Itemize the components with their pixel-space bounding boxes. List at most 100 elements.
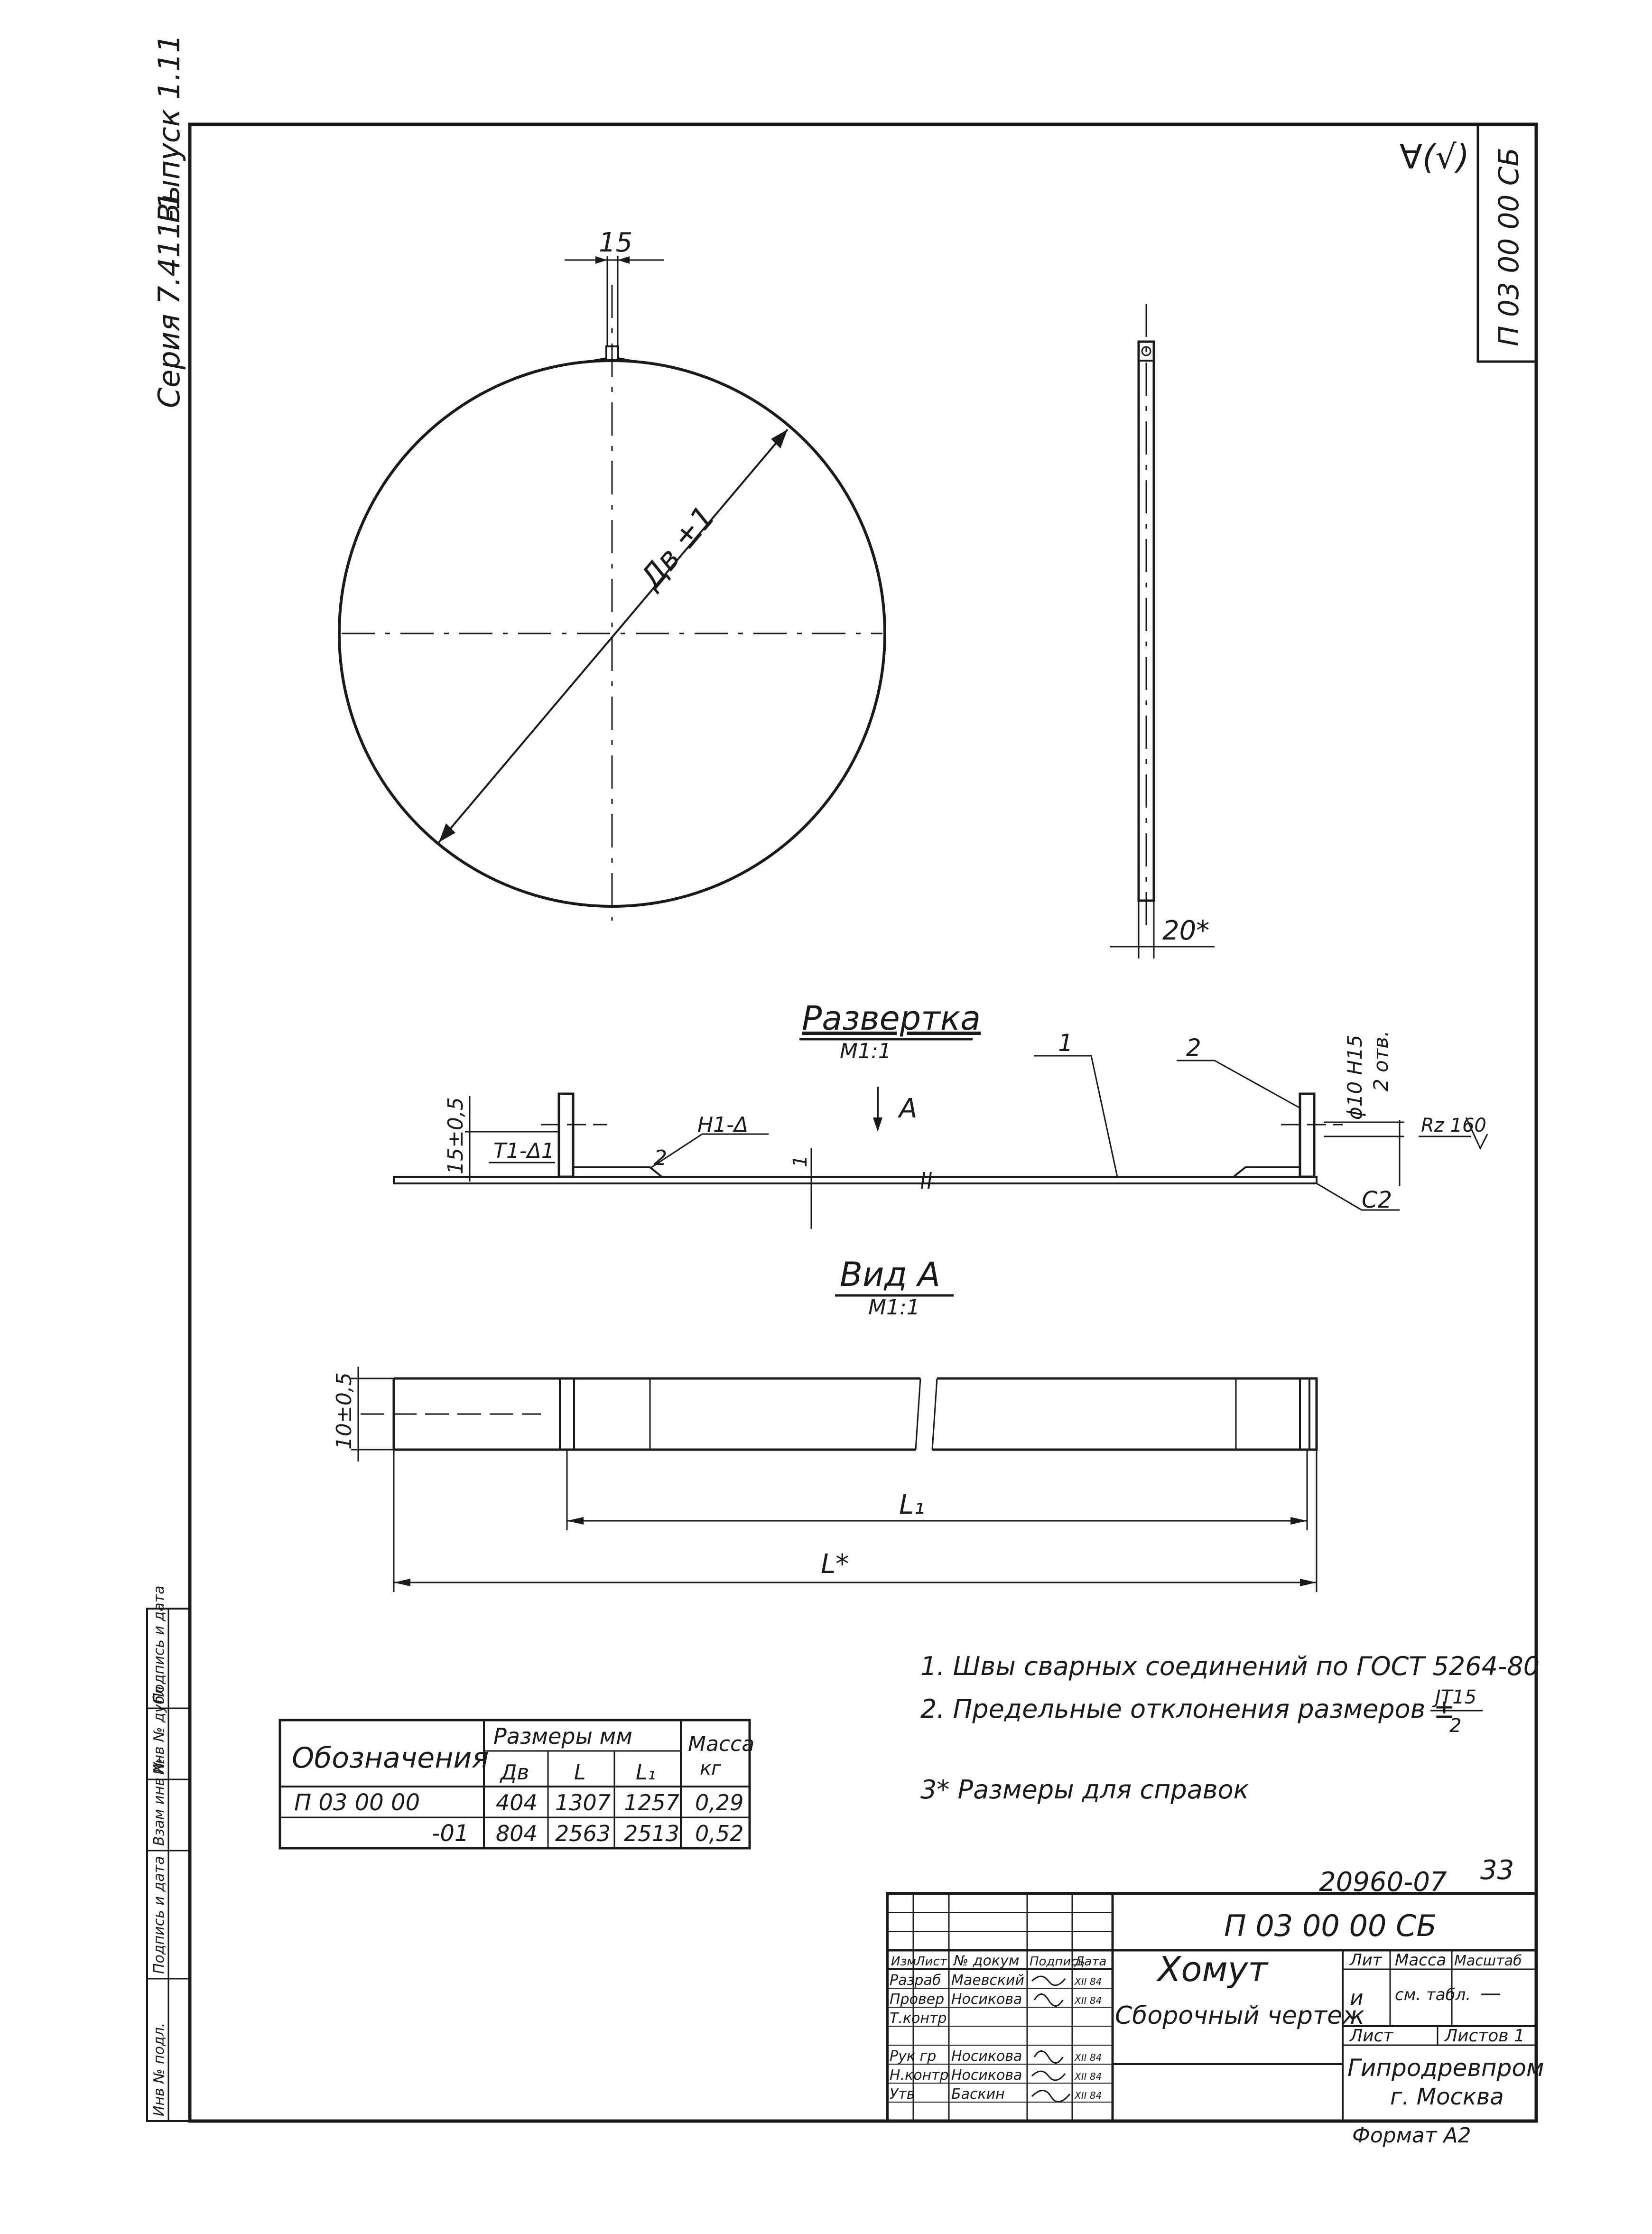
title-block: П 03 00 00 СБ Хомут Сборочный чертеж Изм… — [886, 1892, 1544, 2122]
spec-subheader-l: L — [574, 1760, 586, 1785]
diameter-line — [438, 428, 789, 843]
series-label: Серия 7.411-1 — [152, 191, 186, 408]
spec-row2-l1: 2513 — [624, 1821, 679, 1846]
org-name: Гипродревпром — [1347, 2054, 1544, 2082]
header-scale: Масштаб — [1454, 1953, 1522, 1969]
signature-3 — [1033, 2050, 1064, 2064]
roughness-mark: ∀(√) — [1400, 138, 1469, 177]
person-date-5: XII 84 — [1074, 2071, 1102, 2082]
view-arrow-label: А — [898, 1093, 917, 1124]
mass-value: см. табл. — [1395, 1985, 1471, 2004]
spec-header-mass-unit: кг — [700, 1758, 722, 1779]
person-role-2: Провер — [890, 1991, 944, 2008]
signature-4 — [1031, 2070, 1066, 2081]
col-header-list: Лист — [915, 1955, 947, 1969]
person-role-1: Разраб — [890, 1972, 941, 1989]
sheet-number: 33 — [1480, 1855, 1514, 1886]
col-header-sign: Подпись — [1030, 1955, 1085, 1969]
person-date-2: XII 84 — [1074, 1995, 1102, 2006]
header-lit: Лит — [1349, 1951, 1383, 1970]
sheet-label: Лист — [1349, 2026, 1393, 2046]
person-role-3: Т.контр — [890, 2010, 947, 2027]
stamp-cell-5: Подпись и дата — [151, 1586, 167, 1704]
signature-5 — [1031, 2090, 1071, 2103]
clamp-front-view: Дв ±1 15 — [338, 227, 886, 921]
flange-width-label: 15 — [599, 227, 632, 258]
view-scale: М1:1 — [868, 1295, 920, 1320]
width-tol-label: 10±0,5 — [332, 1372, 356, 1450]
person-role-5: Н.контр — [890, 2067, 949, 2084]
diameter-label: Дв ±1 — [633, 500, 723, 597]
corner-code: П 03 00 00 СБ — [1493, 148, 1525, 346]
hole-label: ϕ10 Н15 — [1343, 1034, 1366, 1120]
format-label: Формат А2 — [1352, 2123, 1471, 2148]
note-3: 3* Размеры для справок — [920, 1775, 1249, 1805]
notes: 1. Швы сварных соединений по ГОСТ 5264-8… — [920, 1651, 1540, 1805]
unfold-scale: М1:1 — [840, 1039, 891, 1063]
title-name: Хомут — [1156, 1949, 1269, 1989]
title-code: П 03 00 00 СБ — [1224, 1908, 1437, 1943]
spec-row1-l1: 1257 — [624, 1790, 679, 1815]
chamfer-label: С2 — [1362, 1187, 1392, 1213]
stamp-cell-3: Взам инв № — [151, 1758, 167, 1846]
length-inner-label: L₁ — [899, 1489, 925, 1520]
part2-label: 2 — [1186, 1034, 1201, 1061]
spec-header-dims: Размеры мм — [493, 1723, 632, 1749]
person-role-6: Утв — [890, 2086, 915, 2103]
spec-row2-mass: 0,52 — [695, 1821, 743, 1846]
spec-subheader-dv: Дв — [500, 1760, 529, 1785]
person-date-6: XII 84 — [1074, 2090, 1102, 2101]
length-total-label: L* — [821, 1549, 849, 1580]
corner-code-box: П 03 00 00 СБ — [1476, 123, 1538, 363]
org-city: г. Москва — [1390, 2084, 1504, 2110]
sheets-label: Листов 1 — [1444, 2026, 1525, 2046]
spec-header-mass: Масса — [688, 1732, 754, 1756]
person-date-1: XII 84 — [1074, 1976, 1102, 1987]
person-role-4: Рук гр — [890, 2048, 936, 2065]
col-header-doc: № докум — [953, 1953, 1019, 1969]
lit-value: и — [1350, 1986, 1364, 2010]
strip-width-label: 20* — [1162, 915, 1209, 946]
view-a: Вид А М1:1 10±0,5 L₁ L* — [332, 1255, 1318, 1592]
left-stamp: Инв № подл. Подпись и дата Взам инв № Ин… — [146, 1586, 191, 2122]
clamp-side-view: 20* — [1110, 304, 1215, 959]
spec-row1-l: 1307 — [555, 1790, 611, 1815]
person-name-4: Носикова — [951, 2048, 1022, 2065]
gap-label: 1 — [789, 1155, 811, 1167]
spec-subheader-l1: L₁ — [636, 1760, 656, 1785]
title-doc-type: Сборочный чертеж — [1115, 2001, 1364, 2030]
part1-label: 1 — [1058, 1029, 1073, 1057]
weld-mid-label: Н1-Δ — [697, 1113, 748, 1137]
stamp-cell-1: Инв № подл. — [151, 2023, 167, 2116]
sheet-frame — [188, 122, 1538, 2123]
roughness-label: Rz 160 — [1421, 1115, 1486, 1136]
col-header-izm: Изм — [891, 1955, 916, 1969]
note-2: 2. Предельные отклонения размеров ± — [920, 1694, 1455, 1724]
person-name-5: Носикова — [951, 2067, 1022, 2084]
spec-table: Обозначения Размеры мм Масса кг Дв L L₁ … — [278, 1719, 754, 1850]
height-tol-label: 15±0,5 — [444, 1097, 468, 1174]
col-header-date: Дата — [1074, 1955, 1106, 1969]
holes-count-label: 2 отв. — [1369, 1031, 1392, 1091]
signature-2 — [1033, 1993, 1064, 2007]
spec-row1-dv: 404 — [496, 1790, 538, 1815]
spec-row1-mass: 0,29 — [695, 1790, 743, 1815]
view-title: Вид А — [840, 1255, 940, 1294]
person-name-1: Маевский — [951, 1972, 1024, 1989]
stamp-cell-4: Инв № дубл — [151, 1686, 167, 1775]
stamp-cell-2: Подпись и дата — [151, 1856, 167, 1974]
person-name-2: Носикова — [951, 1991, 1022, 2008]
tolerance-denominator: 2 — [1449, 1715, 1461, 1737]
header-mass: Масса — [1395, 1951, 1446, 1970]
unfold-view: Развертка М1:1 15±0,5 Т1-Δ1 2 Н1-Δ 1 А — [393, 999, 1488, 1229]
spec-row1-designation: П 03 00 00 — [294, 1789, 420, 1816]
person-name-6: Баскин — [951, 2086, 1005, 2103]
spec-row2-dv: 804 — [496, 1821, 538, 1846]
issue-label: Выпуск 1.11 — [152, 34, 186, 223]
person-date-4: XII 84 — [1074, 2052, 1102, 2063]
signature-1 — [1031, 1975, 1066, 1986]
scale-value: — — [1480, 1981, 1501, 2005]
tolerance-numerator: ЈТ15 — [1432, 1686, 1476, 1708]
note-1: 1. Швы сварных соединений по ГОСТ 5264-8… — [920, 1651, 1540, 1681]
